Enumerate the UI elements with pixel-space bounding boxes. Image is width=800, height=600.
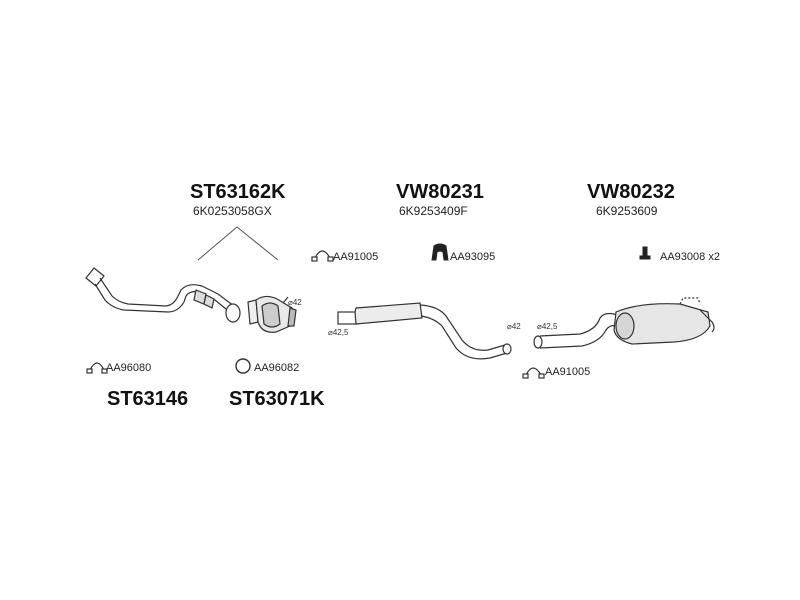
diameter-label-rear-in: ⌀42,5 [537, 322, 558, 331]
clamp-icon [311, 250, 334, 262]
diameter-label-mid-out: ⌀42 [507, 322, 521, 331]
clamp-icon [86, 362, 108, 374]
clamp-icon [522, 367, 545, 379]
front-downpipe[interactable] [85, 267, 241, 323]
rubber-mount-icon [431, 243, 449, 261]
diameter-label-mid-in: ⌀42,5 [328, 328, 349, 337]
part-code-catalyst-set: ST63162K [190, 181, 286, 203]
group-pointer-lines [197, 226, 279, 261]
accessory-label-hanger: AA93008 x2 [660, 251, 720, 263]
accessory-label-ring-gasket: AA96082 [254, 362, 300, 374]
part-code-rear-silencer: VW80232 [587, 181, 675, 203]
diameter-label-cat-out: ⌀42 [288, 298, 302, 307]
oem-code-rear-silencer: 6K9253609 [596, 204, 658, 218]
accessory-label-rubber-mount: AA93095 [450, 251, 496, 263]
part-code-middle-silencer: VW80231 [396, 181, 484, 203]
oem-code-catalyst-set: 6K0253058GX [193, 204, 272, 218]
ring-gasket-icon [235, 358, 251, 374]
part-code-front-pipe: ST63146 [107, 388, 189, 410]
rear-silencer[interactable] [533, 297, 715, 349]
accessory-label-clamp-rear: AA91005 [545, 366, 591, 378]
part-code-catalyst: ST63071K [229, 388, 325, 410]
oem-code-middle-silencer: 6K9253409F [399, 204, 468, 218]
catalytic-converter[interactable] [247, 295, 297, 333]
hanger-icon [639, 246, 651, 260]
middle-silencer[interactable] [337, 302, 512, 360]
accessory-label-clamp-front: AA96080 [106, 362, 152, 374]
accessory-label-clamp-mid: AA91005 [333, 251, 379, 263]
